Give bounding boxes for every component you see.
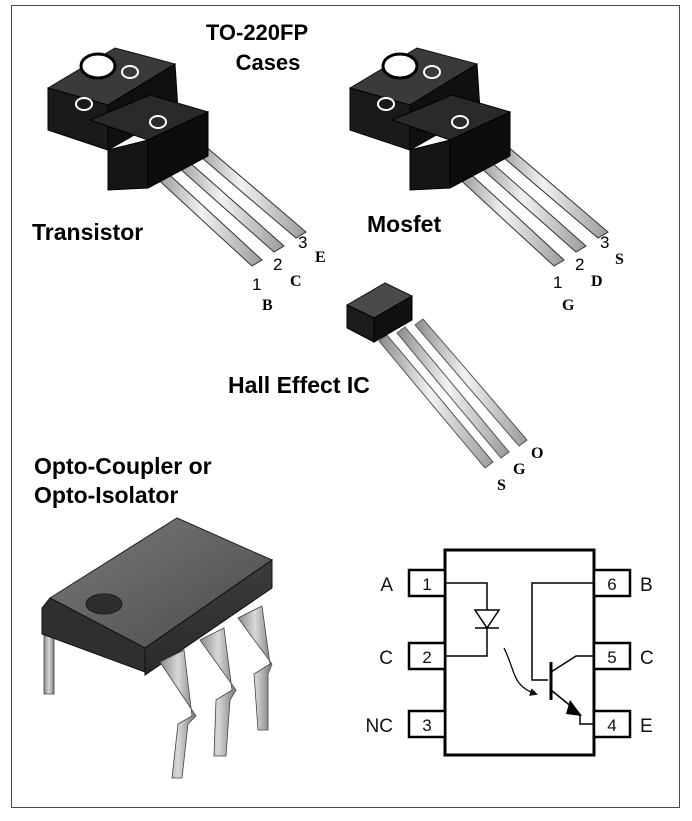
heading-line2: Cases bbox=[236, 50, 301, 75]
heading-line1: TO-220FP bbox=[206, 20, 308, 45]
mosfet-package bbox=[348, 47, 609, 267]
mosfet-pin1-letter: G bbox=[562, 297, 575, 314]
transistor-pin3-number: 3 bbox=[298, 233, 307, 252]
opto-schematic: 1 2 3 6 5 4 A C NC B C E bbox=[366, 548, 654, 757]
schematic-pin3-number: 3 bbox=[422, 716, 431, 735]
schematic-pin1-name: A bbox=[380, 575, 393, 596]
schematic-pin3-box bbox=[407, 709, 447, 739]
schematic-pin3-name: NC bbox=[366, 716, 393, 737]
transistor-package bbox=[46, 47, 307, 267]
schematic-pin5-number: 5 bbox=[607, 648, 616, 667]
mosfet-pin1-number: 1 bbox=[553, 273, 562, 292]
transistor-pin1-number: 1 bbox=[252, 275, 261, 294]
hall-pin-s-letter: S bbox=[497, 477, 506, 494]
mosfet-pin3-letter: S bbox=[615, 251, 624, 268]
schematic-pin2-box bbox=[407, 641, 447, 671]
schematic-pin5-box bbox=[592, 641, 632, 671]
hall-pin-o-letter: O bbox=[531, 445, 543, 462]
opto-label-line1: Opto-Coupler or bbox=[34, 453, 212, 479]
mosfet-pin2-letter: D bbox=[591, 273, 603, 290]
schematic-pin2-name: C bbox=[379, 648, 393, 669]
schematic-pin5-name: C bbox=[640, 648, 654, 669]
hall-pin-g-letter: G bbox=[513, 461, 526, 478]
schematic-pin2-number: 2 bbox=[422, 648, 431, 667]
mosfet-pin3-number: 3 bbox=[600, 233, 609, 252]
diagram-frame bbox=[11, 5, 680, 808]
schematic-body bbox=[443, 548, 596, 757]
mosfet-pin2-number: 2 bbox=[575, 255, 584, 274]
schematic-pin6-name: B bbox=[640, 575, 653, 596]
mosfet-label: Mosfet bbox=[367, 211, 441, 237]
led-diode bbox=[473, 609, 501, 630]
light-arrow bbox=[503, 647, 538, 696]
schematic-pin6-number: 6 bbox=[607, 575, 616, 594]
transistor-pin2-number: 2 bbox=[273, 255, 282, 274]
hall-effect-label: Hall Effect IC bbox=[228, 372, 370, 398]
transistor-pin3-letter: E bbox=[315, 249, 326, 266]
schematic-pin6-box bbox=[592, 568, 632, 598]
transistor-label: Transistor bbox=[32, 219, 143, 245]
transistor-pin2-letter: C bbox=[290, 273, 302, 290]
schematic-pin4-number: 4 bbox=[607, 716, 616, 735]
opto-package bbox=[41, 517, 274, 779]
schematic-pin4-name: E bbox=[640, 716, 653, 737]
opto-label-line2: Opto-Isolator bbox=[34, 482, 178, 508]
schematic-pin1-number: 1 bbox=[422, 575, 431, 594]
hall-effect-package bbox=[345, 282, 528, 469]
transistor-pin1-letter: B bbox=[262, 297, 273, 314]
